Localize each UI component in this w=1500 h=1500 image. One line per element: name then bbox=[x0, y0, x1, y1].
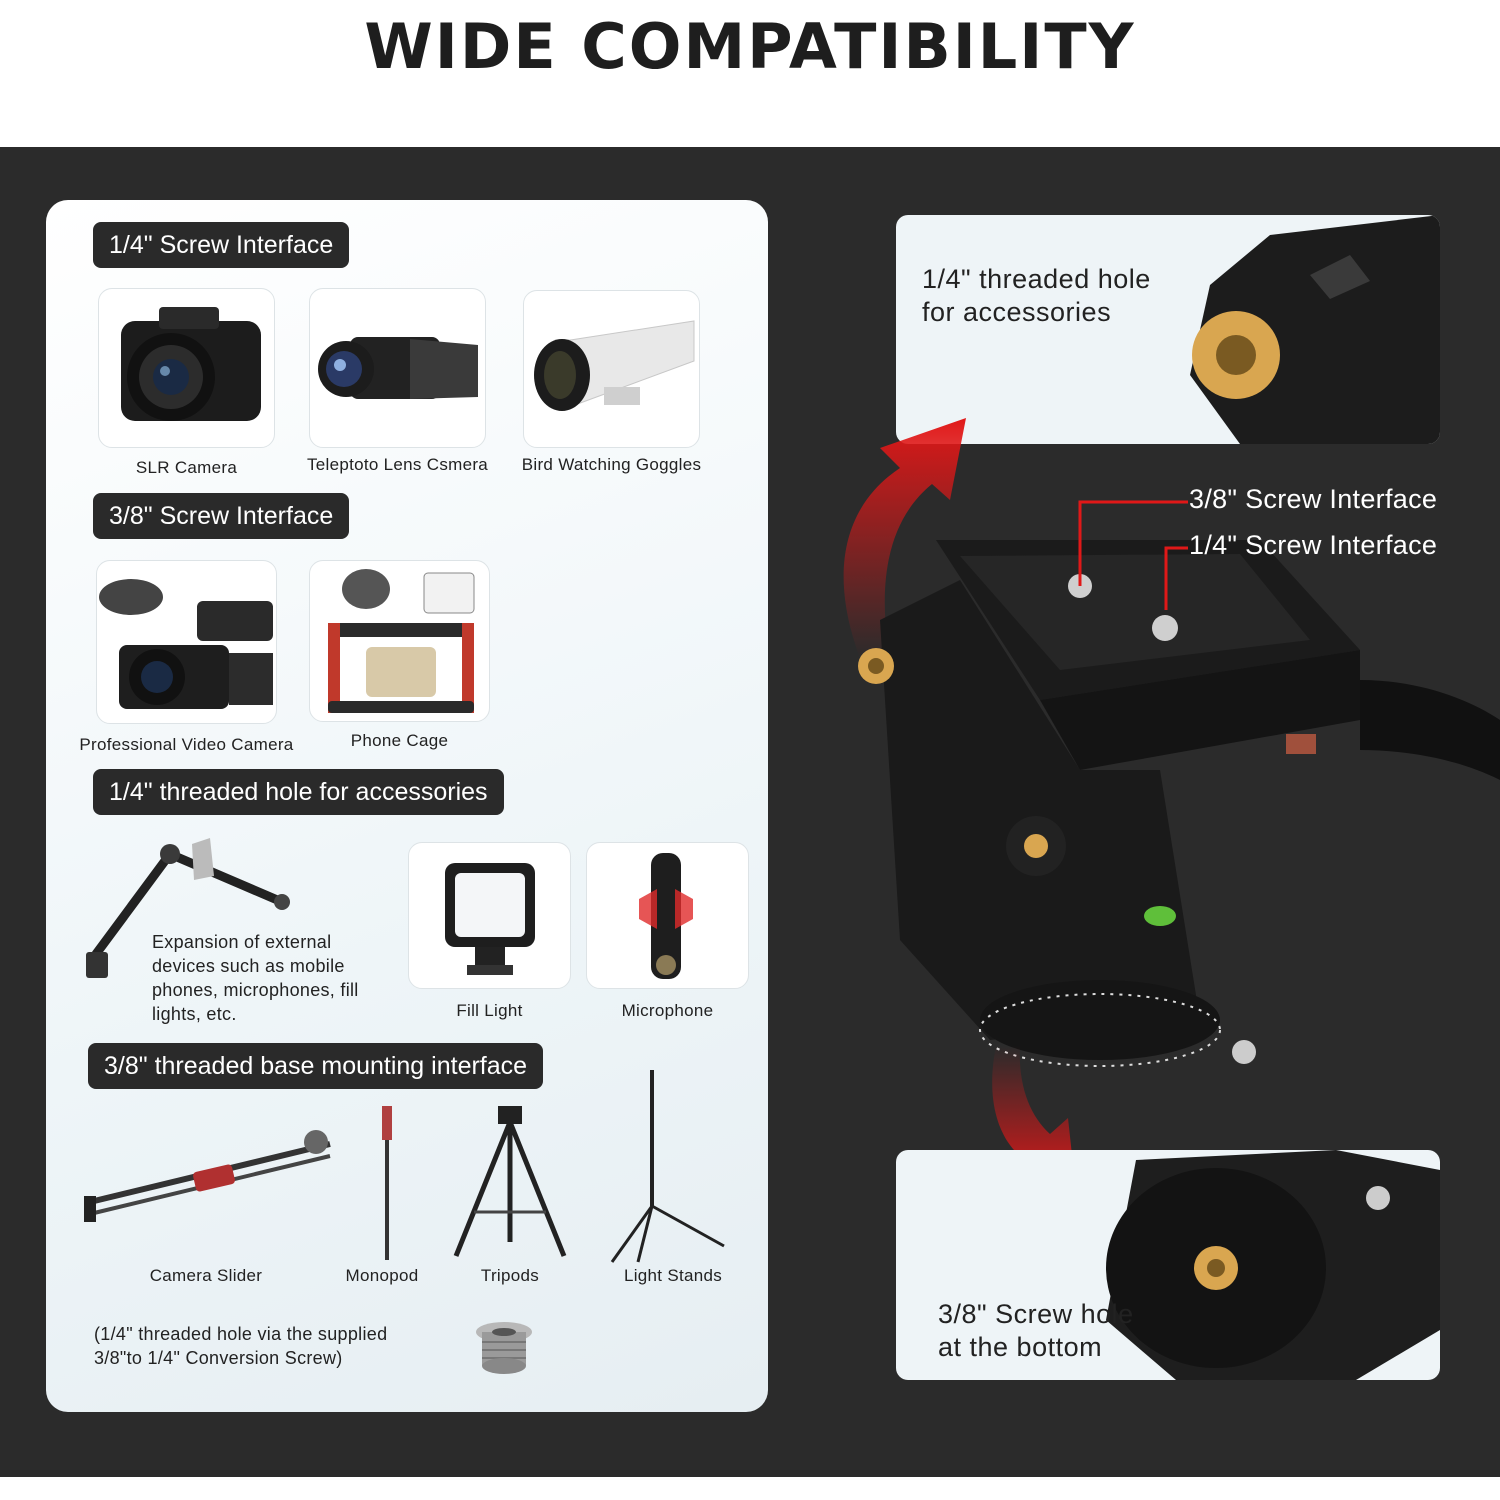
magic-arm-image bbox=[82, 834, 292, 984]
microphone-image bbox=[586, 842, 749, 989]
bottom-screw-hole-image bbox=[1106, 1150, 1440, 1380]
bird-watching-goggles-image bbox=[523, 290, 700, 448]
magic-arm-description: Expansion of external devices such as mo… bbox=[152, 932, 359, 1024]
camera-slider-image bbox=[84, 1120, 336, 1230]
conversion-note: (1/4" threaded hole via the supplied 3/8… bbox=[94, 1322, 474, 1370]
conversion-note-line-1: (1/4" threaded hole via the supplied bbox=[94, 1324, 388, 1344]
light-stand-image bbox=[608, 1066, 728, 1266]
bottom-callout-line-2: at the bottom bbox=[938, 1332, 1103, 1362]
bottom-callout-text: 3/8" Screw hole at the bottom bbox=[938, 1298, 1134, 1364]
slr-camera-image bbox=[98, 288, 275, 448]
conversion-screw-image bbox=[472, 1318, 536, 1378]
top-callout: 1/4" threaded hole for accessories bbox=[896, 215, 1440, 444]
caption-camera-slider: Camera Slider bbox=[149, 1266, 263, 1285]
caption-tripods: Tripods bbox=[480, 1266, 540, 1285]
red-pointer-lines bbox=[1078, 500, 1188, 610]
caption-monopod: Monopod bbox=[345, 1266, 419, 1285]
tripod-image bbox=[450, 1102, 570, 1260]
red-arrow-up-icon bbox=[843, 418, 966, 658]
fluid-head-image bbox=[858, 540, 1500, 1067]
section-label-three-eighths-interface: 3/8" Screw Interface bbox=[93, 493, 350, 539]
fill-light-image bbox=[408, 842, 571, 989]
caption-phone-cage: Phone Cage bbox=[350, 731, 449, 750]
caption-fill-light: Fill Light bbox=[456, 1001, 523, 1020]
label-quarter-interface: 1/4" Screw Interface bbox=[1189, 530, 1438, 560]
caption-light-stands: Light Stands bbox=[623, 1266, 723, 1285]
bottom-callout: 3/8" Screw hole at the bottom bbox=[896, 1150, 1440, 1380]
page-title: WIDE COMPATIBILITY bbox=[364, 10, 1136, 83]
professional-video-camera-image bbox=[96, 560, 277, 724]
section-label-base-mount: 3/8" threaded base mounting interface bbox=[88, 1043, 544, 1089]
top-callout-line-2: for accessories bbox=[922, 297, 1112, 327]
top-callout-line-1: 1/4" threaded hole bbox=[922, 264, 1151, 294]
phone-cage-image bbox=[309, 560, 490, 722]
caption-telephoto-camera: Teleptoto Lens Csmera bbox=[306, 455, 489, 474]
top-callout-text: 1/4" threaded hole for accessories bbox=[922, 263, 1151, 329]
caption-bird-watching-goggles: Bird Watching Goggles bbox=[521, 455, 702, 474]
threaded-hole-closeup-image bbox=[1190, 215, 1440, 444]
telephoto-camera-image bbox=[309, 288, 486, 448]
monopod-image bbox=[372, 1102, 402, 1264]
bottom-callout-line-1: 3/8" Screw hole bbox=[938, 1299, 1134, 1329]
caption-professional-video-camera: Professional Video Camera bbox=[79, 735, 294, 754]
compatibility-panel: 1/4" Screw Interface SLR Camera Teleptot… bbox=[46, 200, 768, 1412]
section-label-quarter-interface: 1/4" Screw Interface bbox=[93, 222, 350, 268]
section-label-accessory-hole: 1/4" threaded hole for accessories bbox=[93, 769, 504, 815]
caption-slr-camera: SLR Camera bbox=[135, 458, 238, 477]
caption-microphone: Microphone bbox=[621, 1001, 714, 1020]
conversion-note-line-2: 3/8"to 1/4" Conversion Screw) bbox=[94, 1348, 343, 1368]
label-three-eighths-interface: 3/8" Screw Interface bbox=[1189, 484, 1438, 514]
